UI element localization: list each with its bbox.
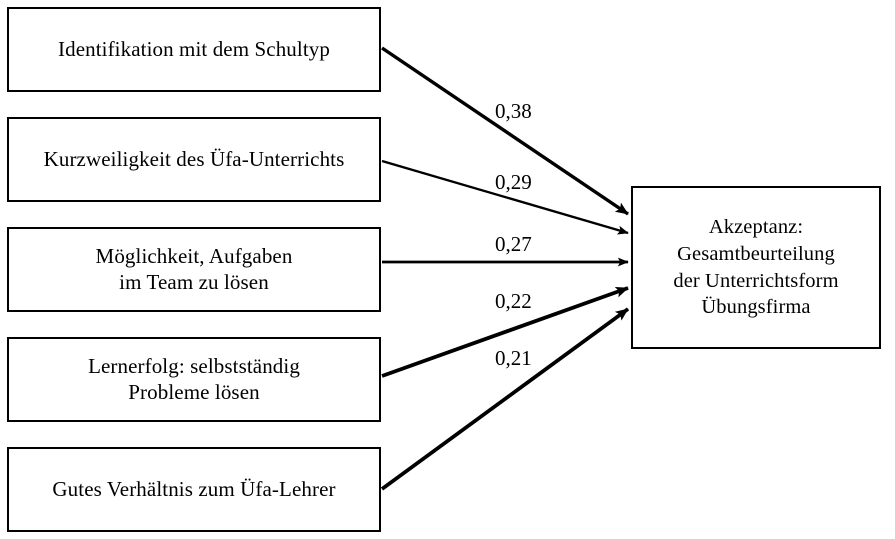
predictor-box-lernerfolg[interactable]: Lernerfolg: selbstständig Probleme lösen [7, 337, 381, 422]
edge-verhaeltnis-akzeptanz [380, 307, 630, 491]
predictor-box-teamarbeit[interactable]: Möglichkeit, Aufgaben im Team zu lösen [7, 227, 381, 312]
predictor-label-teamarbeit: Möglichkeit, Aufgaben im Team zu lösen [95, 243, 293, 294]
predictor-box-identifikation[interactable]: Identifikation mit dem Schultyp [7, 7, 381, 92]
predictor-label-lernerfolg: Lernerfolg: selbstständig Probleme lösen [88, 353, 300, 404]
outcome-box-akzeptanz[interactable]: Akzeptanz: Gesamtbeurteilung der Unterri… [631, 186, 881, 349]
outcome-label-akzeptanz: Akzeptanz: Gesamtbeurteilung der Unterri… [673, 216, 839, 319]
predictor-label-identifikation: Identifikation mit dem Schultyp [58, 36, 330, 61]
edge-weight-teamarbeit: 0,27 [495, 232, 532, 256]
predictor-box-kurzweiligkeit[interactable]: Kurzweiligkeit des Üfa-Unterrichts [7, 117, 381, 202]
edge-weight-identifikation: 0,38 [495, 99, 532, 123]
predictor-label-kurzweiligkeit: Kurzweiligkeit des Üfa-Unterrichts [43, 146, 345, 171]
predictor-label-verhaeltnis: Gutes Verhältnis zum Üfa-Lehrer [52, 476, 336, 501]
edge-weight-kurzweiligkeit: 0,29 [495, 170, 532, 194]
edge-weight-verhaeltnis: 0,21 [495, 346, 532, 370]
edge-weight-lernerfolg: 0,22 [495, 289, 532, 313]
predictor-box-verhaeltnis[interactable]: Gutes Verhältnis zum Üfa-Lehrer [7, 447, 381, 532]
